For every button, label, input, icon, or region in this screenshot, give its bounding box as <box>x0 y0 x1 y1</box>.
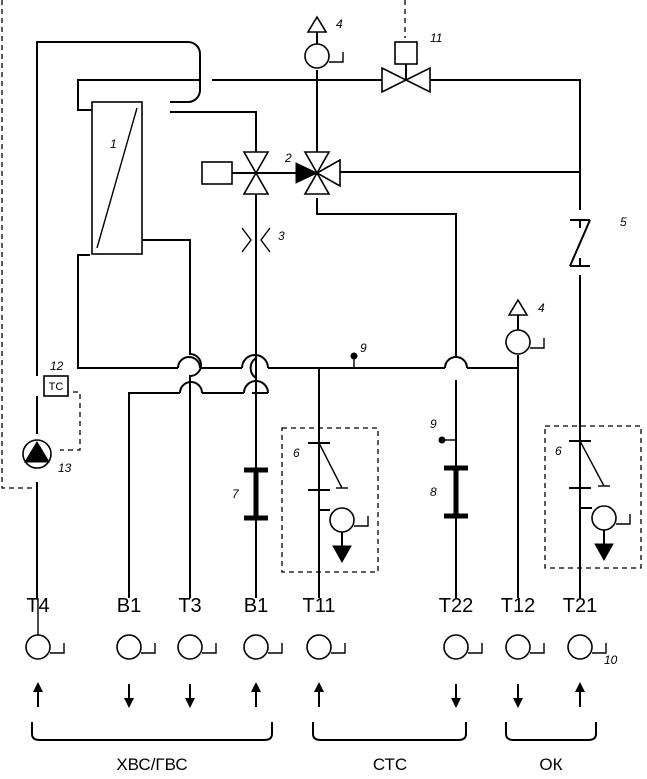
filter-7 <box>244 467 268 521</box>
air-vent-4-right <box>505 298 545 355</box>
gauge-b1-left <box>116 634 156 660</box>
pipe-crossovers <box>177 354 468 394</box>
group-label-ok: ОК <box>539 755 562 774</box>
control-valve-2 <box>201 151 341 195</box>
port-label-t4: Т4 <box>26 595 49 617</box>
group-label-sts: СТС <box>373 755 407 774</box>
item-numbers: 1 2 3 4 4 5 6 6 7 8 9 9 10 11 12 13 ТС <box>49 17 627 667</box>
gauge-t11 <box>306 634 346 660</box>
check-valve-5 <box>569 219 591 267</box>
flow-arrow-down <box>513 684 523 708</box>
flow-arrow-up <box>33 682 43 707</box>
flow-arrow-down <box>451 684 461 708</box>
num-11: 11 <box>430 31 442 45</box>
group-braces <box>31 722 597 741</box>
port-label-t3: Т3 <box>178 595 201 617</box>
pipelines <box>36 41 581 598</box>
gauge-t21 <box>567 634 607 660</box>
num-2: 2 <box>284 151 292 165</box>
heat-exchanger <box>91 101 143 255</box>
valve-11 <box>381 41 431 94</box>
num-4-right: 4 <box>538 301 545 315</box>
group-label-hvs-gvs: ХВС/ГВС <box>116 755 187 774</box>
num-3: 3 <box>278 229 285 243</box>
port-label-t11: Т11 <box>303 595 336 617</box>
port-label-t12: Т12 <box>501 595 535 617</box>
gauge-t4 <box>25 598 65 660</box>
flow-arrow-up <box>314 682 324 707</box>
tc-label: ТС <box>49 381 64 393</box>
pressure-gauges-10 <box>25 598 607 660</box>
num-12: 12 <box>50 359 64 373</box>
flow-arrow-down <box>185 684 195 708</box>
circulation-pump-13 <box>22 439 52 469</box>
filter-8 <box>444 465 468 519</box>
makeup-assembly-6-stc <box>308 442 369 564</box>
num-6-ok: 6 <box>555 444 562 458</box>
makeup-group-box-ok <box>544 425 642 569</box>
flow-arrow-up <box>251 682 261 707</box>
num-4-top: 4 <box>336 17 343 31</box>
num-13: 13 <box>58 461 72 475</box>
num-6-stc: 6 <box>293 446 300 460</box>
num-8: 8 <box>430 485 437 499</box>
port-labels: Т4 В1 Т3 В1 Т11 Т22 Т12 Т21 <box>26 595 597 617</box>
sensor-9 <box>350 352 456 444</box>
num-5: 5 <box>620 215 627 229</box>
port-label-t22: Т22 <box>439 595 473 617</box>
air-vent-4-top <box>304 15 344 69</box>
num-9-left: 9 <box>430 417 437 431</box>
flow-arrow-up <box>575 682 585 707</box>
num-1: 1 <box>110 137 117 151</box>
gauge-b1-right <box>243 634 283 660</box>
port-label-b1-right: В1 <box>244 595 268 617</box>
control-line-tc <box>60 391 81 451</box>
flow-arrows <box>33 682 585 708</box>
gauge-t22 <box>443 634 483 660</box>
makeup-assembly-6-ok <box>569 440 631 562</box>
num-9-top: 9 <box>360 341 367 355</box>
port-label-b1-left: В1 <box>117 595 141 617</box>
makeup-group-box-stc <box>281 427 379 573</box>
flow-arrow-down <box>124 684 134 708</box>
temperature-controller-12 <box>43 375 69 397</box>
num-7: 7 <box>232 487 240 501</box>
num-10: 10 <box>604 653 618 667</box>
control-line-pump <box>1 0 406 489</box>
port-label-t21: Т21 <box>563 595 597 617</box>
orifice-3 <box>241 227 271 253</box>
gauge-t12 <box>505 634 545 660</box>
gauge-t3 <box>177 634 217 660</box>
